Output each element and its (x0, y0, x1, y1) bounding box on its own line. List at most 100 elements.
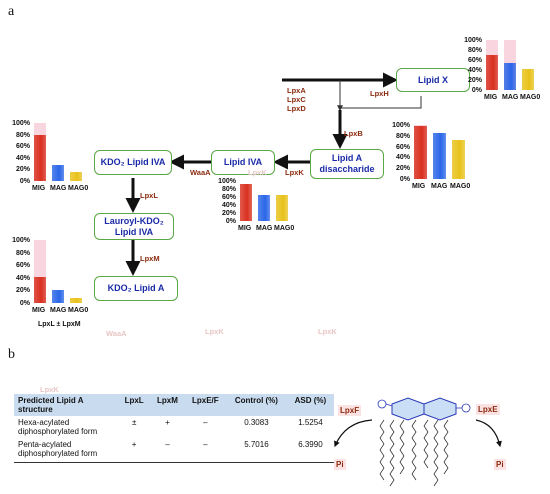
bar-mig (34, 134, 46, 181)
x-tick-label: MIG (412, 183, 426, 190)
bar-mig (414, 126, 427, 179)
bar-mag0 (452, 140, 465, 179)
y-tick-label: 20% (15, 287, 30, 295)
y-tick-label: 40% (15, 274, 30, 282)
results-table-wrap: Predicted Lipid A structure LpxL LpxM Lp… (14, 394, 334, 463)
table-header-lpxm: LpxM (150, 394, 185, 416)
y-tick-label: 80% (395, 132, 410, 140)
x-tick-label: MAG0 (274, 225, 295, 232)
enzyme-lpxc: LpxC (287, 95, 306, 104)
x-tick-label: MAG0 (450, 183, 471, 190)
y-tick-label: 0% (399, 176, 410, 183)
bar-mag0 (522, 69, 534, 90)
bar-mag (258, 195, 270, 221)
bar-mig (34, 276, 46, 303)
table-header-lpxef: LpxE/F (184, 394, 226, 416)
y-tick-label: 20% (467, 77, 482, 84)
table-row: Penta-acylated diphosphorylated form + –… (14, 438, 334, 460)
x-tick-label: MAG0 (68, 307, 89, 314)
enzyme-lpxa: LpxA (287, 86, 306, 95)
x-tick-label: MAG (256, 225, 273, 232)
y-tick-label: 20% (395, 165, 410, 173)
y-tick-label: 20% (221, 210, 236, 217)
table-bottom-rule (14, 462, 334, 463)
table-cell: 1.5254 (298, 418, 323, 427)
results-table: Predicted Lipid A structure LpxL LpxM Lp… (14, 394, 334, 460)
y-tick-label: 60% (467, 57, 482, 64)
x-tick-label: MAG (50, 185, 67, 192)
enzyme-waaa: WaaA (190, 168, 211, 177)
x-tick-label: MAG0 (520, 94, 541, 101)
node-lipid-x: Lipid X (396, 68, 470, 92)
x-tick-label: MIG (484, 94, 498, 101)
panel-b-label: b (8, 347, 15, 362)
node-kdo2-lipid-iva: KDO₂ Lipid IVA (94, 150, 172, 175)
table-cell: Penta-acylated diphosphorylated form (18, 440, 98, 458)
y-tick-label: 60% (15, 262, 30, 270)
x-tick-label: MIG (238, 225, 252, 232)
y-tick-label: 0% (19, 178, 30, 185)
label-pi-left: Pi (334, 459, 346, 470)
label-lpxf: LpxF (338, 405, 362, 416)
panel-a-label: a (8, 4, 15, 19)
bar-mig (240, 184, 252, 221)
y-tick-label: 100% (464, 37, 482, 44)
table-cell: 0.3083 (244, 418, 269, 427)
table-cell: ± (131, 418, 137, 427)
y-tick-label: 100% (218, 178, 236, 185)
x-tick-label: MAG (502, 94, 519, 101)
label-pi-right: Pi (494, 459, 506, 470)
enzyme-lpxk: LpxK (285, 168, 304, 177)
table-cell: Hexa-acylated diphosphorylated form (18, 418, 98, 436)
y-tick-label: 60% (221, 194, 236, 201)
y-tick-label: 20% (15, 166, 30, 174)
bar-mag (52, 164, 64, 181)
enzyme-lpxl: LpxL (140, 191, 158, 200)
enzyme-faint-4: LpxK (318, 327, 337, 336)
y-tick-label: 40% (221, 202, 236, 209)
acyl-chains (379, 419, 449, 487)
enzyme-lpxm: LpxM (140, 254, 160, 263)
y-tick-label: 80% (221, 186, 236, 193)
enzyme-faint-5: LpxK (40, 385, 59, 394)
y-tick-label: 60% (395, 143, 410, 151)
table-header-lpxl: LpxL (118, 394, 151, 416)
table-cell: 5.7016 (244, 440, 269, 449)
y-tick-label: 60% (15, 143, 30, 151)
table-header-structure: Predicted Lipid A structure (14, 394, 118, 416)
chart-footnote: LpxL ± LpxM (38, 321, 81, 328)
table-header-row: Predicted Lipid A structure LpxL LpxM Lp… (14, 394, 334, 416)
bar-mag0 (70, 172, 82, 181)
table-cell: – (165, 440, 170, 449)
y-tick-label: 0% (471, 87, 482, 94)
table-header-asd: ASD (%) (286, 394, 334, 416)
node-kdo2-lipid-a: KDO₂ Lipid A (94, 276, 178, 301)
y-tick-label: 40% (467, 67, 482, 74)
enzyme-faint-1: LpxK (248, 168, 267, 177)
phosphate-groups (377, 399, 471, 413)
x-tick-label: MAG (50, 307, 67, 314)
x-tick-label: MIG (32, 307, 46, 314)
y-tick-label: 40% (395, 154, 410, 162)
node-lipid-iva: Lipid IVA (211, 150, 275, 175)
y-tick-label: 0% (225, 218, 236, 225)
bar-mag0 (70, 297, 82, 303)
x-tick-label: MAG0 (68, 185, 89, 192)
y-tick-label: 100% (12, 237, 30, 244)
node-lipid-a-disaccharide: Lipid A disaccharide (310, 149, 384, 179)
table-row: Hexa-acylated diphosphorylated form ± + … (14, 416, 334, 438)
bar-mag (433, 133, 446, 179)
table-cell: – (203, 440, 208, 449)
bar-mag (504, 62, 516, 90)
enzyme-faint-3: LpxK (205, 327, 224, 336)
table-cell: 6.3990 (298, 440, 323, 449)
y-tick-label: 80% (15, 131, 30, 139)
table-cell: – (203, 418, 208, 427)
label-lpxe: LpxE (476, 404, 500, 415)
x-tick-label: MAG (431, 183, 448, 190)
x-tick-label: MIG (32, 185, 46, 192)
table-cell: + (131, 440, 137, 449)
enzyme-faint-2: WaaA (106, 329, 127, 338)
